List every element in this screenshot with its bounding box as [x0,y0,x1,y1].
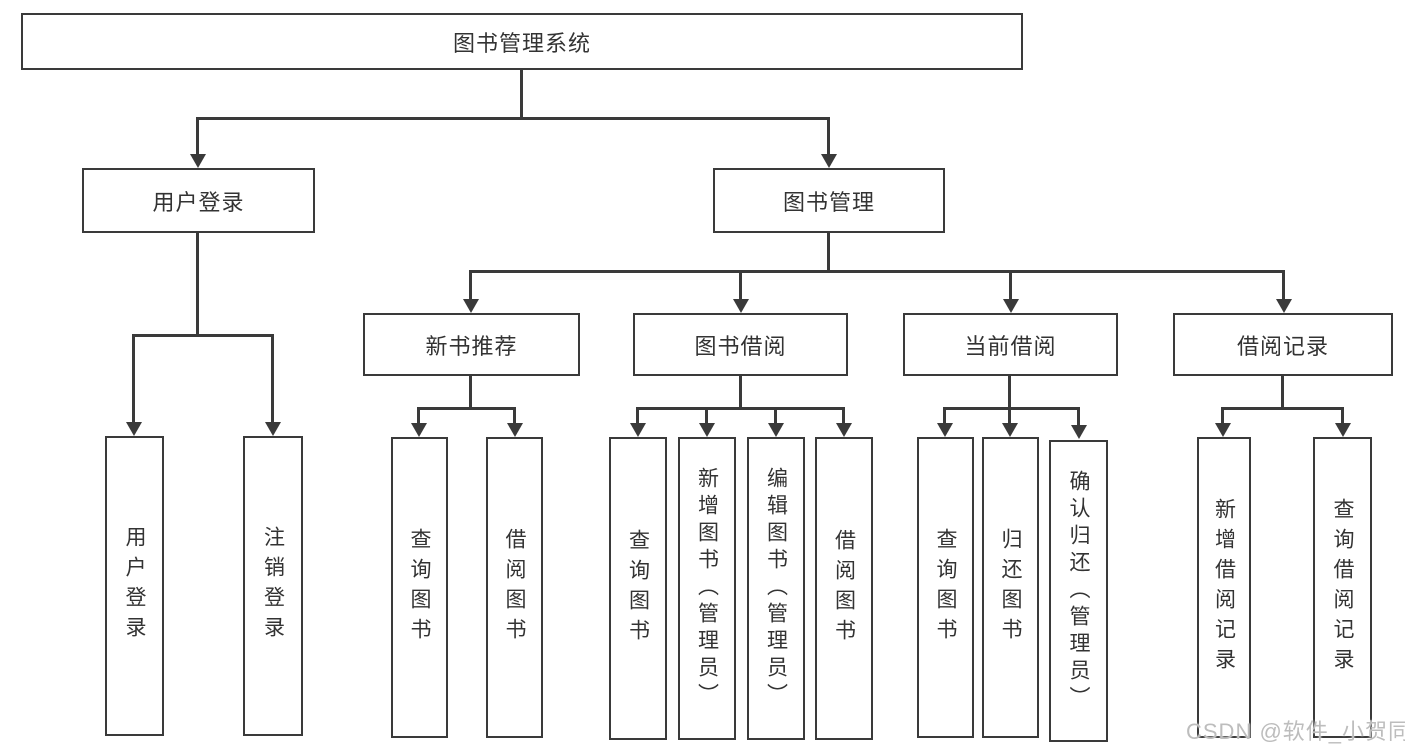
arrowhead-add-record-icon [1215,423,1231,437]
leaf-logout-login: 注销登录 [243,436,303,736]
node-label: 图书管理系统 [452,30,591,56]
arrowhead-query-books-2-icon [630,423,646,437]
arrowhead-leaf-user-login-icon [126,422,142,436]
connector-book-borrow-stem [739,375,742,410]
arrowhead-return-books-icon [1002,423,1018,437]
watermark: CSDN @软件_小贺同学 [1186,719,1405,744]
node-label: 新增图书（管理员） [695,467,719,710]
connector-drop-new-book [469,270,472,301]
node-label: 查询图书 [626,528,650,649]
connector-drop-book-management [827,117,830,155]
connector-current-borrow-hbar [943,407,1080,410]
connector-drop-user-login [196,117,199,155]
connector-root-stem [520,69,523,118]
node-label: 注销登录 [261,526,285,646]
connector-drop-return-books [1008,407,1011,425]
leaf-add-book-admin: 新增图书（管理员） [678,437,736,740]
node-label: 归还图书 [999,527,1022,648]
arrowhead-current-borrow-icon [1003,299,1019,313]
connector-root-hbar [196,117,830,120]
arrowhead-edit-book-icon [768,423,784,437]
arrowhead-borrow-books-1-icon [507,423,523,437]
leaf-add-borrow-record: 新增借阅记录 [1197,437,1251,738]
connector-new-book-hbar [417,407,516,410]
arrowhead-leaf-logout-icon [265,422,281,436]
connector-drop-query-record [1341,407,1344,425]
node-new-book-recommend: 新书推荐 [363,313,580,376]
node-label: 查询借阅记录 [1331,497,1354,678]
connector-drop-query-books-2 [636,407,639,425]
connector-new-book-stem [469,375,472,410]
arrowhead-borrow-books-2-icon [836,423,852,437]
leaf-confirm-return-admin: 确认归还（管理员） [1049,440,1108,742]
node-label: 新书推荐 [425,333,518,359]
connector-current-borrow-stem [1008,375,1011,410]
connector-book-management-hbar [469,270,1285,273]
connector-borrow-records-hbar [1221,407,1344,410]
node-label: 新增借阅记录 [1212,497,1236,678]
node-book-management-system: 图书管理系统 [21,13,1023,70]
leaf-query-books-3: 查询图书 [917,437,974,738]
node-label: 借阅记录 [1236,333,1329,359]
node-book-management: 图书管理 [713,168,945,233]
arrowhead-new-book-icon [463,299,479,313]
connector-user-login-hbar [132,334,274,337]
leaf-query-books-2: 查询图书 [609,437,667,740]
connector-drop-borrow-records [1282,270,1285,301]
leaf-query-books-1: 查询图书 [391,437,448,738]
node-book-borrowing: 图书借阅 [633,313,848,376]
node-label: 图书管理 [782,189,875,215]
connector-drop-query-books-3 [943,407,946,425]
connector-drop-current-borrow [1009,270,1012,301]
connector-drop-confirm-return [1077,407,1080,427]
arrowhead-borrow-records-icon [1276,299,1292,313]
node-label: 借阅图书 [832,528,856,649]
node-label: 借阅图书 [503,527,526,648]
leaf-return-books: 归还图书 [982,437,1039,738]
connector-drop-add-book [705,407,708,425]
connector-book-borrow-hbar [636,407,845,410]
node-label: 用户登录 [123,526,146,646]
arrowhead-confirm-return-icon [1071,425,1087,439]
connector-drop-borrow-books-1 [513,407,516,425]
node-label: 确认归还（管理员） [1067,469,1090,713]
arrowhead-query-record-icon [1335,423,1351,437]
node-label: 当前借阅 [964,333,1057,359]
connector-drop-book-borrow [739,270,742,301]
arrowhead-book-borrow-icon [733,299,749,313]
arrowhead-query-books-3-icon [937,423,953,437]
node-user-login: 用户登录 [82,168,315,233]
connector-drop-query-books-1 [417,407,420,425]
connector-drop-leaf-logout [271,334,274,424]
connector-book-management-stem [827,233,830,273]
arrowhead-add-book-icon [699,423,715,437]
node-borrow-records: 借阅记录 [1173,313,1393,376]
arrowhead-user-login-icon [190,154,206,168]
node-current-borrowing: 当前借阅 [903,313,1118,376]
leaf-user-login: 用户登录 [105,436,164,736]
node-label: 查询图书 [408,527,431,648]
arrowhead-book-management-icon [821,154,837,168]
connector-user-login-stem [196,233,199,337]
node-label: 查询图书 [934,527,957,648]
node-label: 编辑图书（管理员） [764,467,788,710]
arrowhead-query-books-1-icon [411,423,427,437]
connector-drop-borrow-books-2 [842,407,845,425]
connector-borrow-records-stem [1281,375,1284,410]
leaf-borrow-books-1: 借阅图书 [486,437,543,738]
connector-drop-leaf-user-login [132,334,135,424]
node-label: 用户登录 [152,189,245,215]
connector-drop-add-record [1221,407,1224,425]
leaf-borrow-books-2: 借阅图书 [815,437,873,740]
leaf-edit-book-admin: 编辑图书（管理员） [747,437,805,740]
connector-drop-edit-book [774,407,777,425]
leaf-query-borrow-record: 查询借阅记录 [1313,437,1372,738]
node-label: 图书借阅 [694,333,787,359]
